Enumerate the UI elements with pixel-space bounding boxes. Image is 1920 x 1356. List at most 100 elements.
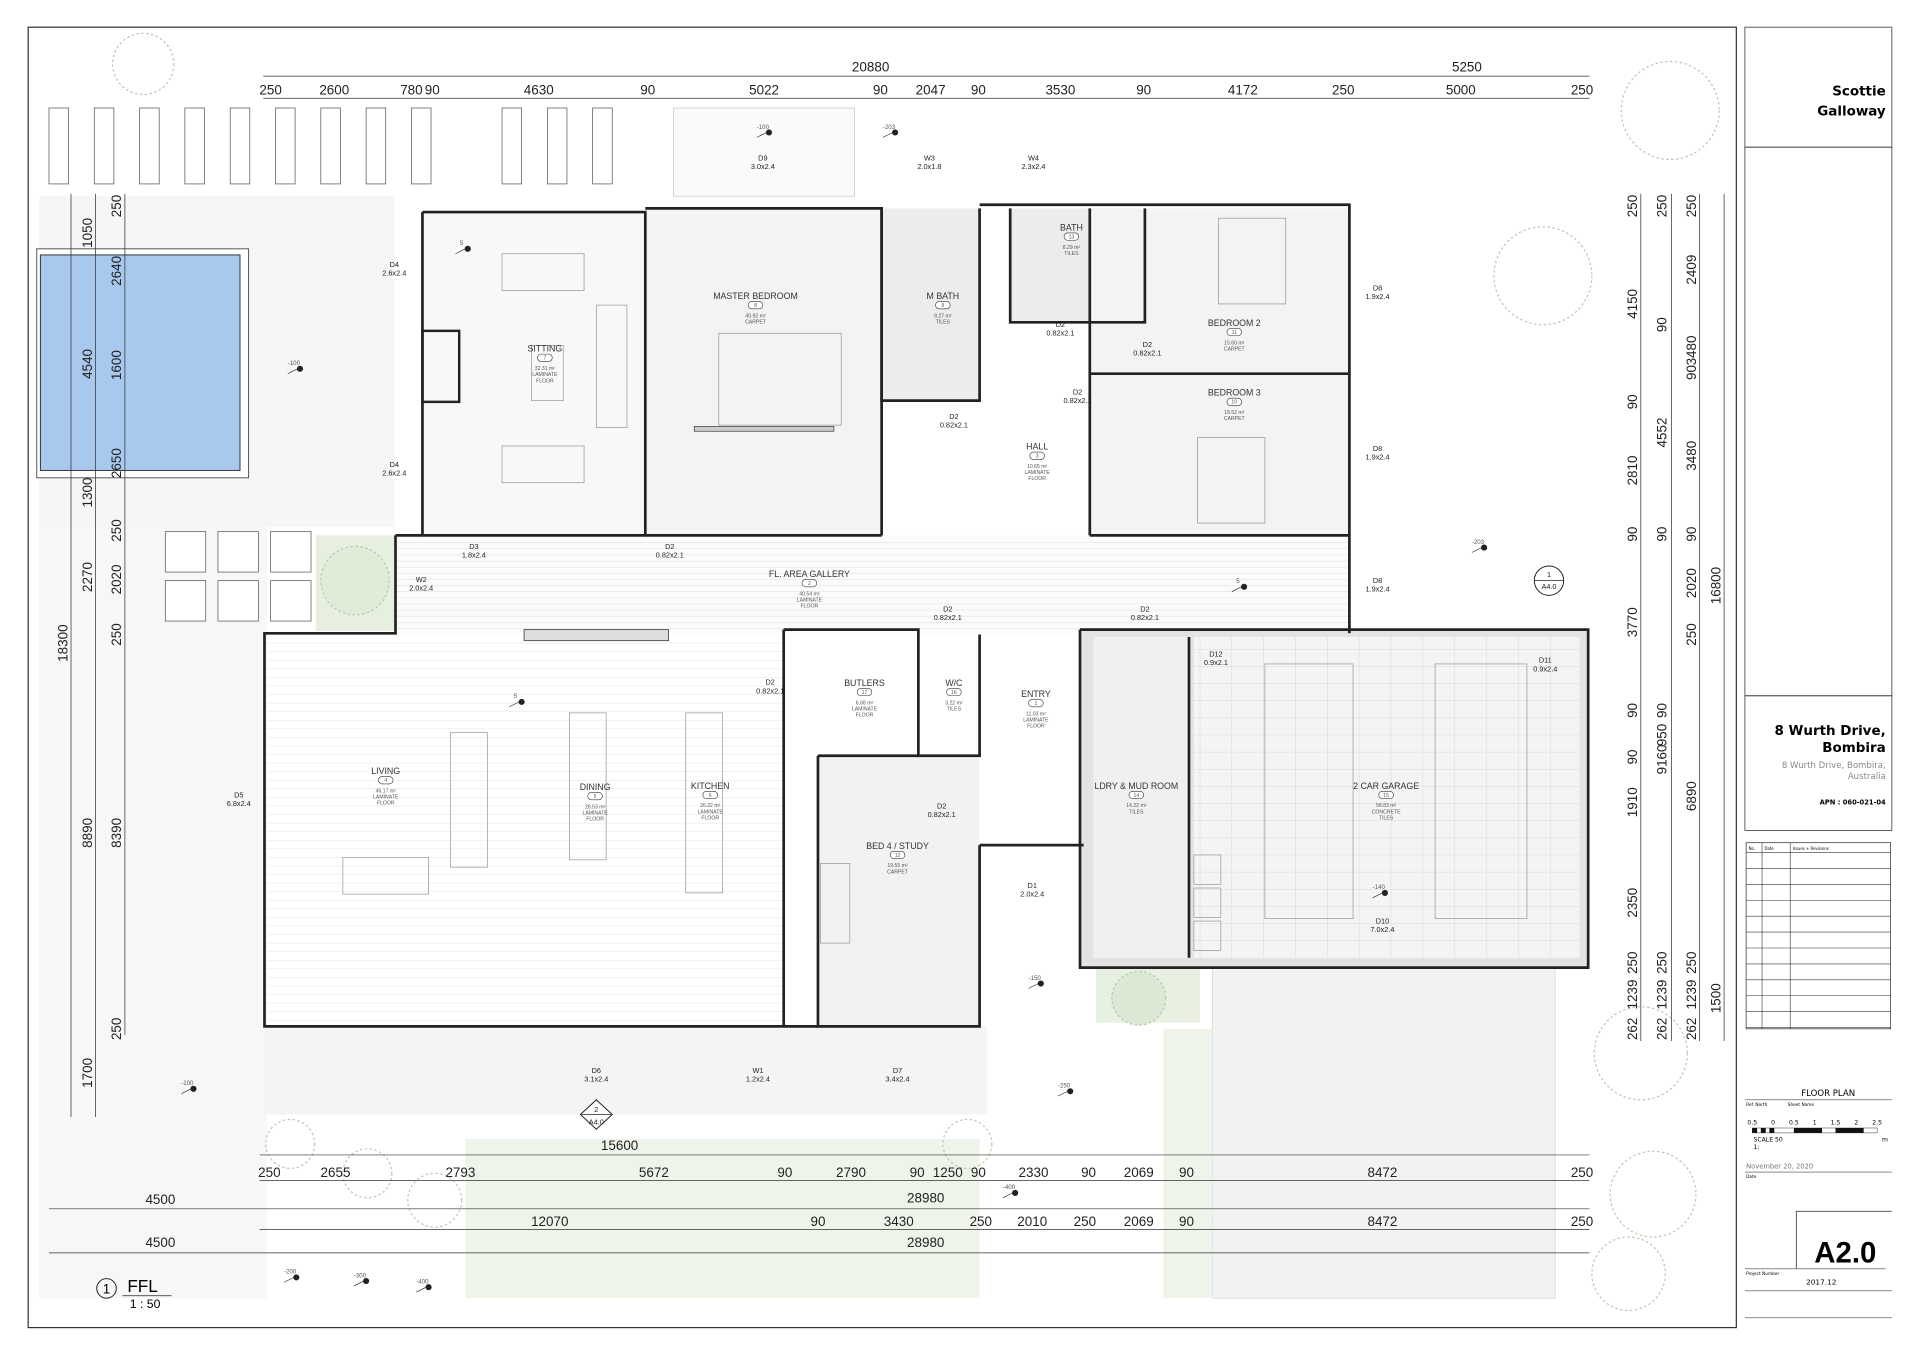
scale-tick: 1.5 — [1831, 1119, 1841, 1126]
dimension-right-c: 250 — [1684, 195, 1699, 217]
dimension-left-inner: 2020 — [109, 564, 124, 594]
opening-tag-d2[interactable]: D20.82x2.1 — [928, 801, 956, 819]
dimension-left-outer: 1300 — [80, 478, 95, 508]
scale-bar-segment — [1793, 1128, 1823, 1133]
dimension-right-a: 1239 — [1625, 980, 1640, 1010]
spot-level: -100 — [756, 124, 773, 138]
dimension-bottom-overall: 4500 — [145, 1192, 175, 1207]
dimension-right-c: 2020 — [1684, 568, 1699, 598]
opening-size: 2.0x2.4 — [409, 583, 433, 592]
opening-tag-d2[interactable]: D20.82x2.1 — [1063, 388, 1091, 406]
opening-size: 3.0x2.4 — [751, 162, 775, 171]
opening-tag-d5[interactable]: D56.8x2.4 — [227, 790, 251, 808]
dimension-right-c: 90 — [1684, 365, 1699, 380]
opening-tag-d2[interactable]: D20.82x2.1 — [934, 604, 962, 622]
opening-tag-w1[interactable]: W11.2x2.4 — [746, 1066, 770, 1084]
opening-tag-d8[interactable]: D81.9x2.4 — [1366, 283, 1390, 301]
opening-tag-d9[interactable]: D93.0x2.4 — [751, 154, 775, 172]
room-area: 6.68 m² — [856, 700, 874, 706]
dimension-left-outer: 1050 — [80, 218, 95, 248]
opening-tag-d2[interactable]: D20.82x2.1 — [1131, 604, 1159, 622]
spot-level: -400 — [1002, 1184, 1019, 1199]
furniture — [342, 217, 1528, 951]
scale-tick: 0.5 — [1789, 1119, 1799, 1126]
dimension-bottom-1: 250 — [1571, 1165, 1593, 1180]
dimension-bottom-2: 2069 — [1124, 1214, 1154, 1229]
opening-tag-d2[interactable]: D20.82x2.1 — [1046, 320, 1074, 338]
dimension-right-a: 90 — [1625, 394, 1640, 409]
dimension-bottom-overall: 15600 — [601, 1138, 638, 1153]
revision-header: Issues + Revisions — [1793, 846, 1829, 851]
room-number: 10 — [1231, 400, 1237, 406]
opening-tag-d4[interactable]: D42.6x2.4 — [382, 260, 406, 278]
room-number-badge — [889, 850, 906, 859]
opening-id: D2 — [937, 801, 946, 810]
dimension-bottom-1: 90 — [1179, 1165, 1194, 1180]
opening-size: 0.82x2.1 — [1063, 396, 1091, 405]
dimension-top: 2600 — [319, 83, 349, 98]
room-number: 3 — [1036, 454, 1039, 460]
dimension-bottom-2: 8472 — [1367, 1214, 1397, 1229]
opening-size: 0.82x2.1 — [656, 550, 684, 559]
room-area: 46.17 m² — [376, 788, 397, 794]
opening-id: D7 — [893, 1066, 902, 1075]
dimension-bottom-1: 90 — [777, 1165, 792, 1180]
dimension-top: 780 — [400, 83, 422, 98]
room-number-badge — [1029, 451, 1045, 460]
spot-level: 5 — [509, 693, 525, 708]
opening-tag-d2[interactable]: D20.82x2.1 — [756, 678, 784, 696]
section-marker-2[interactable]: 2 A4.0 — [579, 1099, 613, 1130]
opening-tag-d4[interactable]: D42.6x2.4 — [382, 460, 406, 478]
opening-tag-w3[interactable]: W32.0x1.8 — [917, 154, 941, 172]
opening-tag-d3[interactable]: D31.8x2.4 — [462, 542, 486, 560]
section-number: 2 — [594, 1105, 598, 1114]
room-area: 8.29 m² — [1063, 245, 1081, 251]
scale-tick: 0.5 — [1747, 1119, 1757, 1126]
opening-tag-d8[interactable]: D81.9x2.4 — [1366, 444, 1390, 462]
opening-tag-d2[interactable]: D20.82x2.1 — [940, 412, 968, 430]
level-leader — [1231, 586, 1242, 592]
dimension-bottom-1: 2655 — [321, 1165, 351, 1180]
dimension-right-b: 90 — [1655, 527, 1670, 542]
opening-tag-d2[interactable]: D20.82x2.1 — [656, 542, 684, 560]
section-marker-1[interactable]: 1 A4.0 — [1533, 565, 1565, 596]
room-number: 13 — [1069, 234, 1075, 240]
opening-tag-d1[interactable]: D12.0x2.4 — [1020, 881, 1044, 899]
opening-tag-w4[interactable]: W42.3x2.4 — [1021, 154, 1045, 172]
room-finish: FLOOR — [536, 378, 554, 384]
room-number-badge — [935, 301, 951, 310]
opening-tag-w2[interactable]: W22.0x2.4 — [409, 575, 433, 593]
opening-tag-d6[interactable]: D63.1x2.4 — [584, 1066, 608, 1084]
dimension-right-b: 250 — [1655, 195, 1670, 217]
opening-tag-d7[interactable]: D73.4x2.4 — [886, 1066, 910, 1084]
spot-level: -300 — [353, 1272, 370, 1287]
level-value: -100 — [181, 1080, 194, 1087]
opening-tag-d8[interactable]: D81.9x2.4 — [1366, 576, 1390, 594]
opening-tag-d2[interactable]: D20.82x2.1 — [1133, 340, 1161, 358]
pool — [39, 254, 241, 471]
level-leader — [283, 1277, 295, 1283]
view-title: 1 FFL 1 : 50 — [96, 1276, 172, 1311]
